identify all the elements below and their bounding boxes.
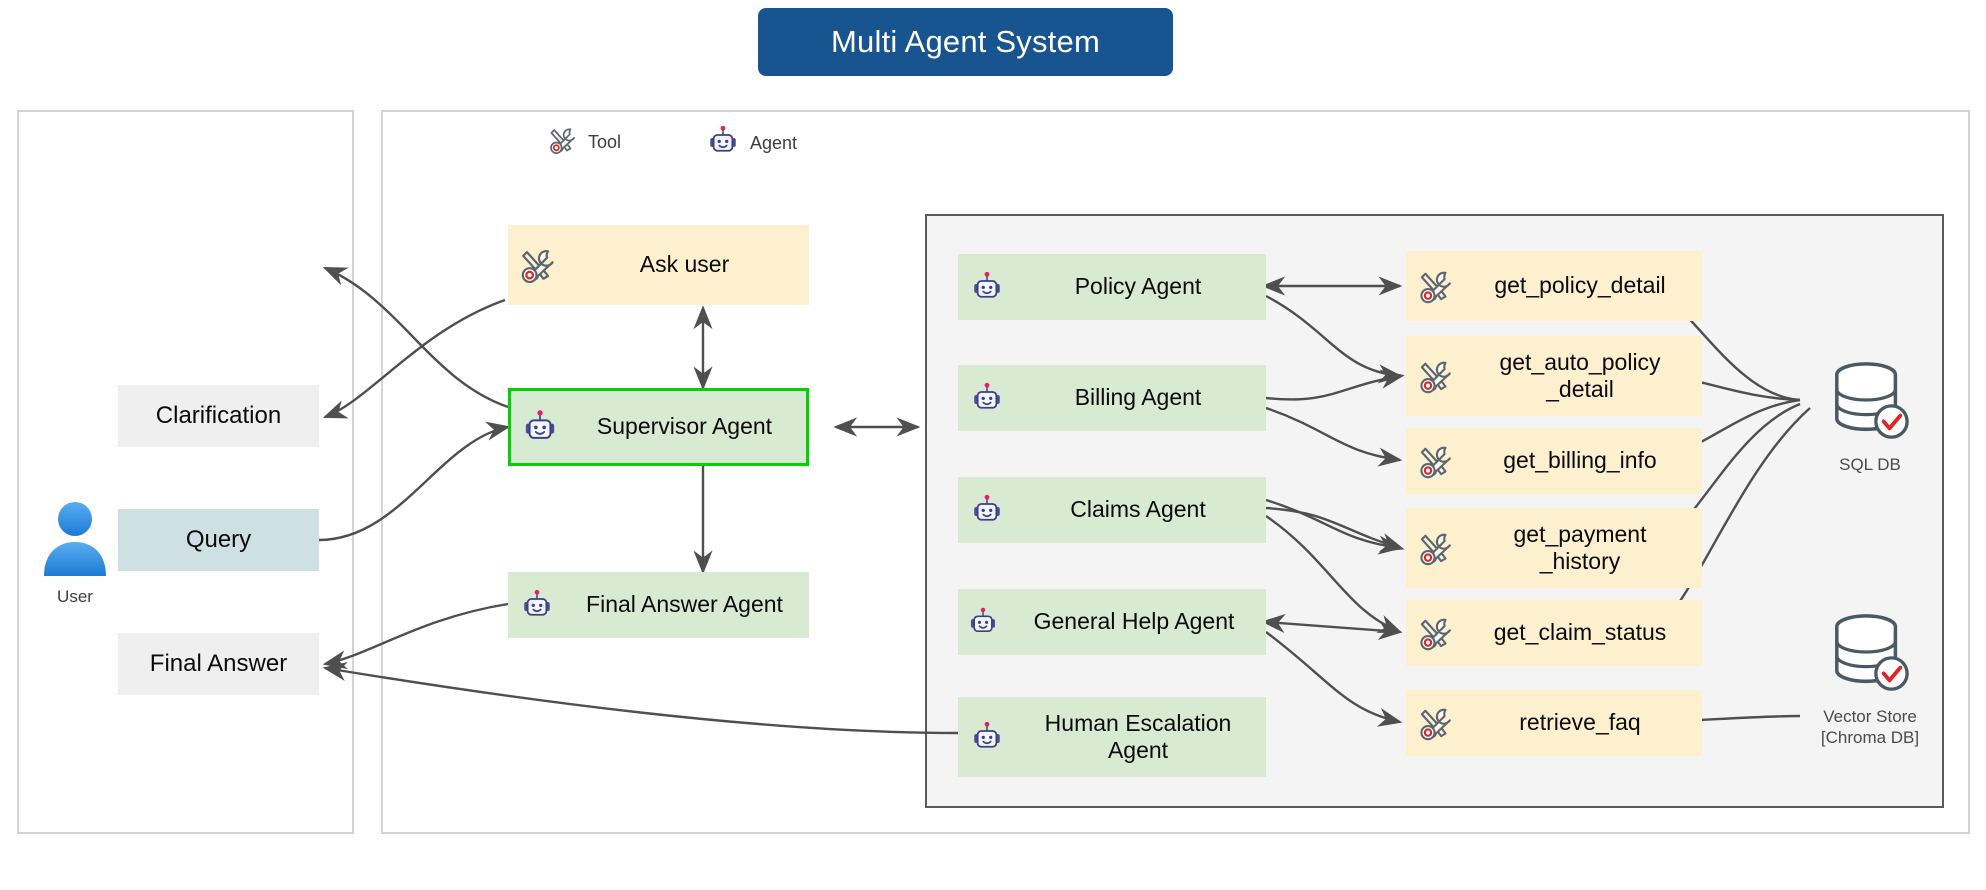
node-human-escalation-agent[interactable]: Human Escalation Agent (958, 697, 1266, 777)
node-supervisor-agent[interactable]: Supervisor Agent (508, 388, 809, 466)
node-label: retrieve_faq (1519, 709, 1641, 736)
node-label: get_payment _history (1513, 520, 1647, 574)
message-box-query[interactable]: Query (118, 509, 319, 571)
node-tool-get-policy-detail[interactable]: get_policy_detail (1406, 251, 1702, 321)
page-title: Multi Agent System (758, 8, 1173, 76)
user-avatar-block: User (30, 498, 120, 610)
user-panel (17, 110, 354, 834)
node-label: Ask user (639, 251, 730, 278)
tool-icon (1406, 612, 1464, 654)
node-ask-user[interactable]: Ask user (508, 225, 809, 305)
node-label: Policy Agent (1074, 273, 1202, 300)
datastore-vector-store[interactable]: Vector Store [Chroma DB] (1795, 610, 1945, 749)
node-tool-get-payment-history[interactable]: get_payment _history (1406, 508, 1702, 588)
avatar (38, 498, 112, 583)
agent-robot-icon (511, 407, 569, 447)
agent-robot-icon (958, 380, 1016, 416)
node-label: get_billing_info (1503, 447, 1657, 474)
agent-robot-icon (958, 605, 1008, 639)
user-label: User (57, 587, 93, 606)
node-claims-agent[interactable]: Claims Agent (958, 477, 1266, 543)
message-box-clarification[interactable]: Clarification (118, 385, 319, 447)
tool-icon (545, 123, 579, 162)
node-tool-get-billing-info[interactable]: get_billing_info (1406, 428, 1702, 494)
legend-label-tool: Tool (588, 132, 622, 152)
tool-icon (1406, 265, 1464, 307)
node-tool-get-auto-policy-detail[interactable]: get_auto_policy _detail (1406, 336, 1702, 416)
agent-robot-icon (958, 269, 1016, 305)
tool-icon (1406, 355, 1464, 397)
datastore-sql-db[interactable]: SQL DB (1795, 358, 1945, 475)
tool-icon (1406, 527, 1464, 569)
node-tool-retrieve-faq[interactable]: retrieve_faq (1406, 690, 1702, 756)
node-general-help-agent[interactable]: General Help Agent (958, 589, 1266, 655)
tool-icon (1406, 702, 1464, 744)
node-label: Final Answer Agent (586, 591, 783, 618)
message-box-final-answer[interactable]: Final Answer (118, 633, 319, 695)
node-label: Supervisor Agent (596, 413, 773, 440)
database-check-icon (1829, 610, 1911, 701)
legend-item-tool: Tool (545, 123, 621, 162)
node-label: Human Escalation Agent (1044, 709, 1232, 763)
datastore-label: Vector Store [Chroma DB] (1820, 707, 1920, 748)
agent-robot-icon (508, 587, 566, 623)
database-check-icon (1829, 358, 1911, 449)
node-billing-agent[interactable]: Billing Agent (958, 365, 1266, 431)
agent-robot-icon (958, 719, 1016, 755)
tool-icon (1406, 440, 1464, 482)
node-policy-agent[interactable]: Policy Agent (958, 254, 1266, 320)
tool-icon (508, 243, 566, 287)
node-label: General Help Agent (1033, 608, 1235, 635)
node-final-answer-agent[interactable]: Final Answer Agent (508, 572, 809, 638)
node-label: Billing Agent (1074, 384, 1202, 411)
legend-item-agent: Agent (705, 123, 797, 164)
legend-label-agent: Agent (750, 133, 798, 153)
datastore-label: SQL DB (1839, 455, 1901, 474)
agent-robot-icon (705, 123, 741, 164)
node-label: Claims Agent (1070, 496, 1206, 523)
node-tool-get-claim-status[interactable]: get_claim_status (1406, 600, 1702, 666)
node-label: get_policy_detail (1494, 272, 1666, 299)
agent-robot-icon (958, 492, 1016, 528)
node-label: get_claim_status (1493, 619, 1667, 646)
node-label: get_auto_policy _detail (1499, 348, 1661, 402)
